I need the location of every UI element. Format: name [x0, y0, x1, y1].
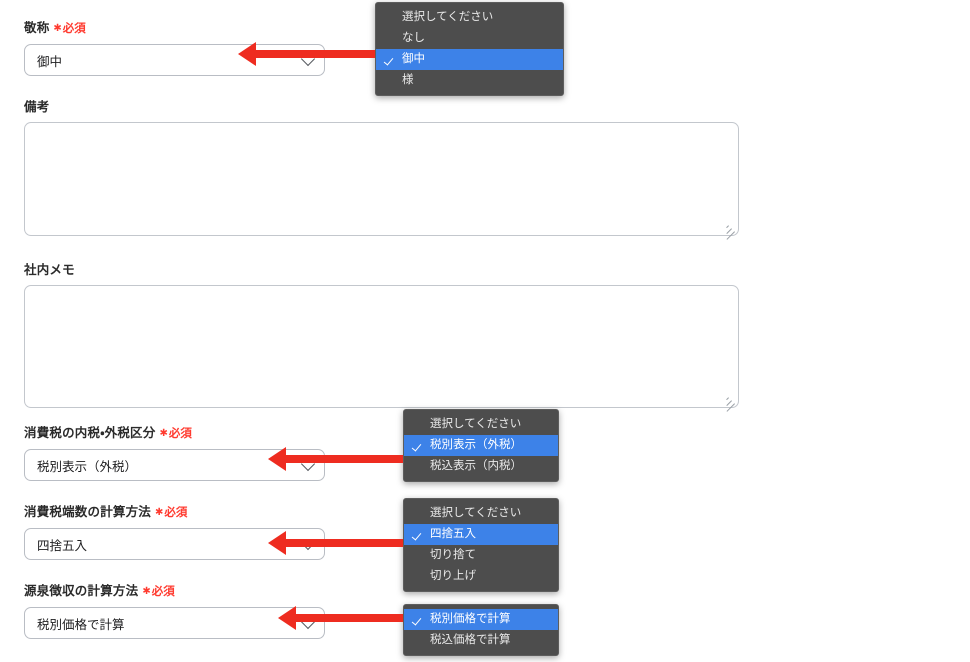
- label-honorific-text: 敬称: [24, 21, 50, 35]
- dropdown-option[interactable]: なし: [402, 32, 425, 44]
- dropdown-popup-honorific[interactable]: 選択してください なし 御中 様: [375, 2, 564, 96]
- resize-handle-icon[interactable]: [724, 393, 736, 412]
- dropdown-option[interactable]: 様: [402, 74, 414, 86]
- dropdown-popup-tax-rounding[interactable]: 選択してください 四捨五入 切り捨て 切り上げ: [403, 498, 559, 592]
- dropdown-option-selected[interactable]: 御中: [376, 49, 563, 70]
- required-badge-honorific: ✱必須: [53, 23, 86, 35]
- dropdown-option[interactable]: 税込価格で計算: [430, 634, 511, 646]
- required-badge-tax-rounding: ✱必須: [155, 507, 188, 519]
- label-tax-rounding-text: 消費税端数の計算方法: [24, 505, 152, 519]
- dropdown-option[interactable]: 選択してください: [402, 11, 494, 23]
- label-internal-memo: 社内メモ: [24, 262, 739, 278]
- select-honorific[interactable]: 御中: [24, 44, 325, 76]
- label-internal-memo-text: 社内メモ: [24, 263, 75, 277]
- arrow-left-icon-tax-rounding: [268, 531, 403, 555]
- dropdown-option[interactable]: 税込表示（内税）: [430, 460, 522, 472]
- textarea-internal-memo[interactable]: [24, 285, 739, 412]
- label-tax-rounding: 消費税端数の計算方法✱必須: [24, 504, 325, 521]
- label-remarks-text: 備考: [24, 100, 50, 114]
- label-withholding-method-text: 源泉徴収の計算方法: [24, 584, 139, 598]
- select-withholding-method[interactable]: 税別価格で計算: [24, 607, 325, 639]
- field-internal-memo: 社内メモ: [24, 262, 739, 412]
- dropdown-option[interactable]: 選択してください: [430, 507, 522, 519]
- arrow-left-icon-withholding-method: [278, 606, 403, 630]
- field-withholding-method: 源泉徴収の計算方法✱必須 税別価格で計算: [24, 583, 325, 639]
- dropdown-option-selected[interactable]: 税別価格で計算: [404, 609, 558, 630]
- select-tax-inclusion-value: 税別表示（外税）: [37, 459, 138, 474]
- dropdown-popup-tax-inclusion[interactable]: 選択してください 税別表示（外税） 税込表示（内税）: [403, 409, 559, 482]
- arrow-left-icon-tax-inclusion: [268, 447, 403, 471]
- label-remarks: 備考: [24, 99, 739, 115]
- dropdown-option-selected[interactable]: 税別表示（外税）: [404, 435, 558, 456]
- dropdown-option[interactable]: 切り上げ: [430, 570, 476, 582]
- arrow-left-icon-honorific: [238, 42, 375, 66]
- resize-handle-icon[interactable]: [724, 221, 736, 240]
- required-badge-tax-inclusion: ✱必須: [159, 428, 192, 440]
- select-honorific-value: 御中: [37, 54, 63, 69]
- select-tax-rounding-value: 四捨五入: [37, 538, 88, 553]
- select-withholding-method-value: 税別価格で計算: [37, 617, 125, 632]
- label-tax-inclusion-text: 消費税の内税・外税区分: [24, 426, 156, 440]
- dropdown-option[interactable]: 選択してください: [430, 418, 522, 430]
- field-remarks: 備考: [24, 99, 739, 240]
- textarea-remarks[interactable]: [24, 122, 739, 240]
- label-tax-inclusion: 消費税の内税・外税区分✱必須: [24, 425, 325, 442]
- label-honorific: 敬称✱必須: [24, 20, 325, 37]
- label-withholding-method: 源泉徴収の計算方法✱必須: [24, 583, 325, 600]
- dropdown-popup-withholding-method[interactable]: 税別価格で計算 税込価格で計算: [403, 604, 559, 656]
- dropdown-option[interactable]: 切り捨て: [430, 549, 476, 561]
- dropdown-option-selected[interactable]: 四捨五入: [404, 524, 558, 545]
- required-badge-withholding-method: ✱必須: [142, 586, 175, 598]
- field-honorific: 敬称✱必須 御中: [24, 20, 325, 76]
